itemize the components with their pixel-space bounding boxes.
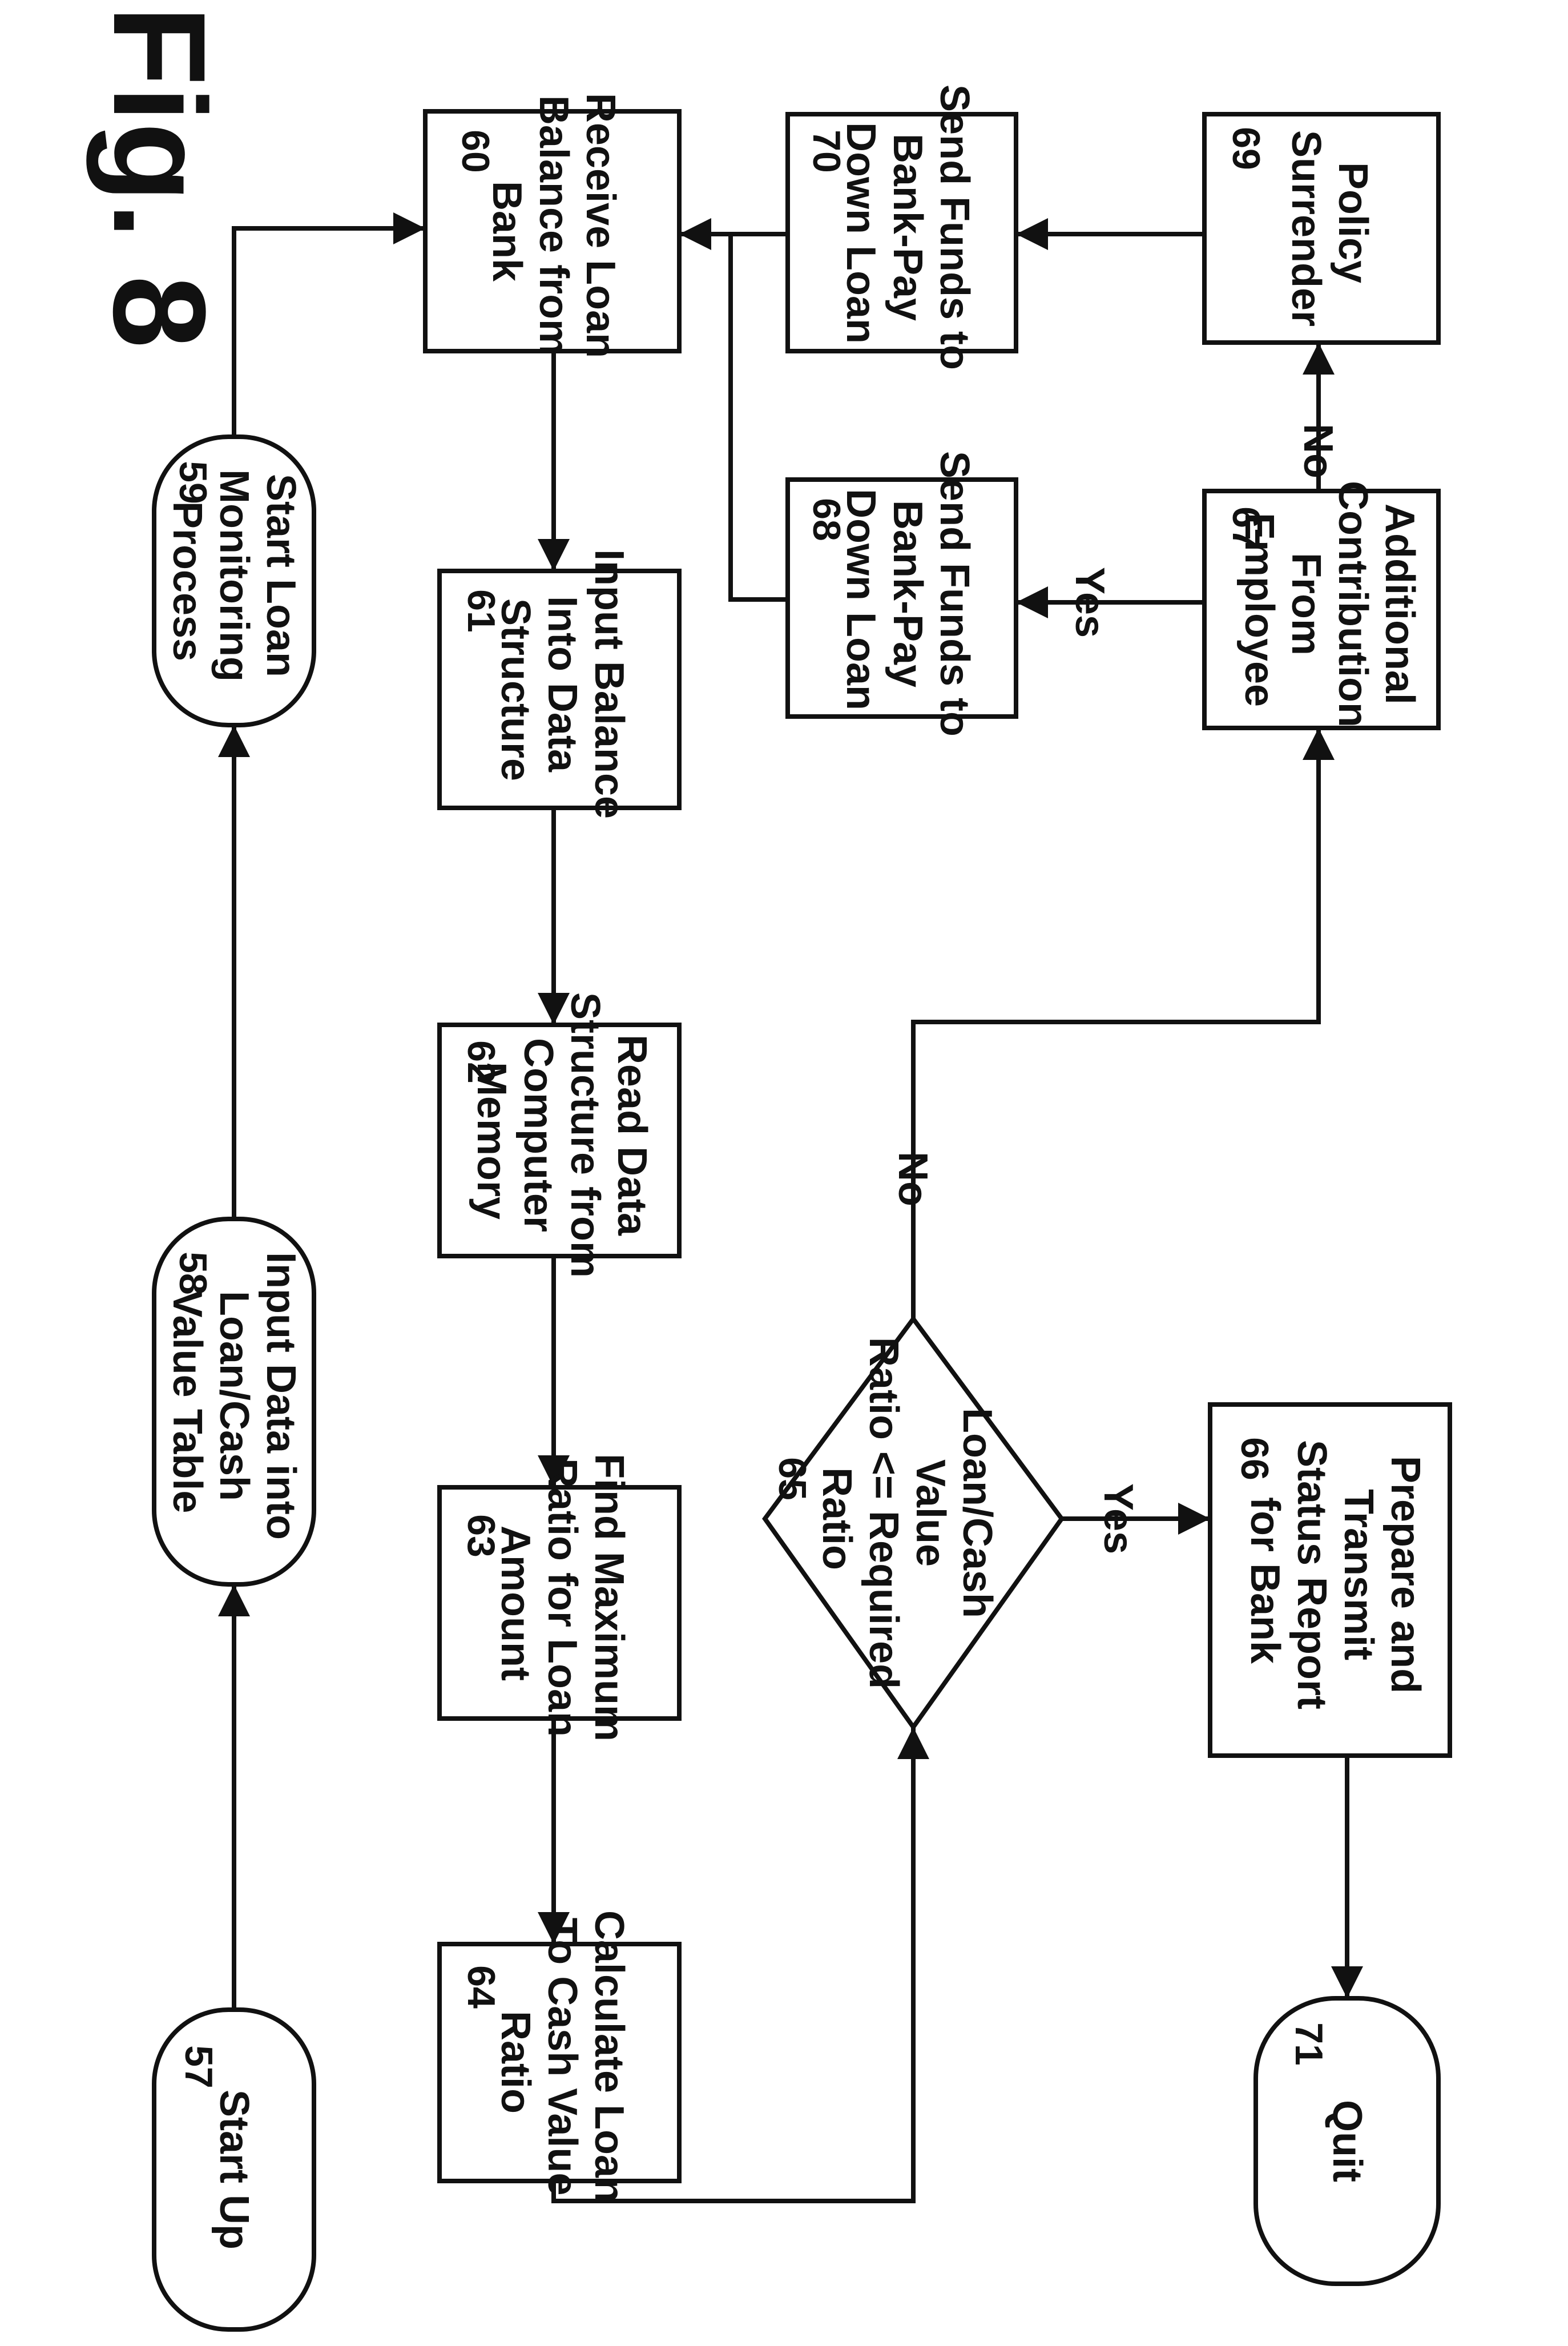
node-58-label: Input Data into Loan/Cash Value Table xyxy=(164,1252,304,1551)
node-label-line: Quit xyxy=(1324,2100,1370,2182)
node-61: 61 Input Balance Into Data Structure xyxy=(440,549,679,830)
node-62: 62 Read Data Structure from Computer Mem… xyxy=(440,992,679,1289)
node-label-line: Ratio <= Required xyxy=(861,1337,906,1689)
node-68: 68 Send Funds to Bank-Pay Down Loan xyxy=(788,451,1016,748)
node-63: 63 Find Maximum Ratio for Loan Amount xyxy=(440,1454,679,1753)
node-label-line: Send Funds to xyxy=(932,451,977,737)
node-label-line: Employee xyxy=(1236,513,1282,707)
edge-label-67-yes: Yes xyxy=(1067,567,1112,638)
node-label-line: Structure xyxy=(493,598,538,781)
node-number: 64 xyxy=(459,1965,503,2009)
node-label-line: Policy xyxy=(1330,162,1376,283)
node-59: 59 Start Loan Monitoring Process xyxy=(154,437,314,725)
node-label-line: Read Data xyxy=(609,1035,655,1236)
node-label-line: Surrender xyxy=(1283,130,1329,327)
figure-title: Fig. 8 xyxy=(86,6,233,349)
node-67: 67 Additional Contribution From Employee xyxy=(1204,481,1438,739)
node-number: 59 xyxy=(171,461,215,504)
node-label-line: From xyxy=(1283,553,1329,655)
node-label-line: Down Loan xyxy=(838,122,884,344)
node-60: 60 Receive Loan Balance from Bank xyxy=(425,93,679,369)
node-69: 69 Policy Surrender xyxy=(1204,114,1438,343)
node-label-line: Ratio xyxy=(493,2011,538,2114)
node-label-line: Start Up xyxy=(211,2090,257,2250)
node-number: 60 xyxy=(454,130,497,173)
node-label-line: Calculate Loan xyxy=(586,1910,632,2203)
node-label-line: Amount xyxy=(493,1526,538,1681)
node-label-line: Loan/Cash xyxy=(211,1291,257,1501)
node-label-line: Process xyxy=(164,501,210,661)
edge-label-67-no: No xyxy=(1295,424,1341,478)
node-label-line: Input Data into xyxy=(258,1252,304,1540)
node-label-line: Bank-Pay xyxy=(885,134,930,321)
node-label-line: Into Data xyxy=(539,596,585,772)
node-66: 66 Prepare and Transmit Status Report fo… xyxy=(1210,1405,1450,1756)
node-label-line: Value Table xyxy=(164,1290,210,1514)
node-number: 69 xyxy=(1224,127,1268,170)
node-number: 57 xyxy=(177,2045,220,2089)
node-58: 58 Input Data into Loan/Cash Value Table xyxy=(154,1219,314,1584)
node-label-line: To Cash Value xyxy=(539,1918,585,2196)
node-label-line: Status Report xyxy=(1289,1440,1335,1709)
edge-label-65-yes: Yes xyxy=(1095,1483,1141,1554)
node-label-line: Start Loan xyxy=(258,474,304,677)
node-label-line: Additional xyxy=(1377,504,1422,705)
edge-68-60 xyxy=(731,234,788,599)
node-label-line: Input Balance xyxy=(586,549,632,819)
node-number: 58 xyxy=(171,1252,215,1295)
node-label-line: Transmit xyxy=(1336,1489,1381,1660)
node-label-line: Monitoring xyxy=(211,469,257,682)
node-70: 70 Send Funds to Bank-Pay Down Loan xyxy=(788,84,1016,381)
node-label-line: Down Loan xyxy=(838,489,884,710)
node-71: 71 Quit xyxy=(1256,1998,1438,2284)
node-label-line: Loan/Cash xyxy=(954,1408,1000,1618)
node-number: 66 xyxy=(1233,1437,1276,1480)
node-label-line: Find Maximum xyxy=(586,1454,632,1741)
node-label-line: Ratio xyxy=(814,1467,860,1570)
node-label-line: Balance from xyxy=(531,95,577,356)
edge-label-65-no: No xyxy=(890,1152,936,1206)
node-label-line: Send Funds to xyxy=(932,84,977,370)
node-65-decision: 65 Loan/Cash Value Ratio <= Required Rat… xyxy=(765,1319,1062,1727)
node-64: 64 Calculate Loan To Cash Value Ratio xyxy=(440,1910,679,2214)
node-label-line: Value xyxy=(908,1459,953,1567)
node-label-line: for Bank xyxy=(1242,1497,1288,1664)
node-label-line: Computer xyxy=(515,1038,561,1232)
node-label-line: Structure from xyxy=(562,992,608,1278)
node-59-label: Start Loan Monitoring Process xyxy=(164,469,304,693)
node-57-label: Start Up xyxy=(211,2090,257,2250)
node-label-line: Bank xyxy=(484,181,530,282)
node-number: 71 xyxy=(1287,2022,1331,2066)
node-label-line: Memory xyxy=(469,1062,514,1220)
node-label-line: Prepare and xyxy=(1382,1456,1428,1693)
node-label-line: Receive Loan xyxy=(578,93,623,358)
node-71-label: Quit xyxy=(1324,2100,1370,2182)
node-label-line: Ratio for Loan xyxy=(539,1458,585,1737)
node-57: 57 Start Up xyxy=(154,2010,314,2329)
node-label-line: Bank-Pay xyxy=(885,500,930,687)
node-label-line: Contribution xyxy=(1330,481,1376,727)
edge-65-67 xyxy=(913,728,1319,1319)
node-number: 65 xyxy=(771,1457,814,1500)
edge-59-60 xyxy=(234,228,425,437)
